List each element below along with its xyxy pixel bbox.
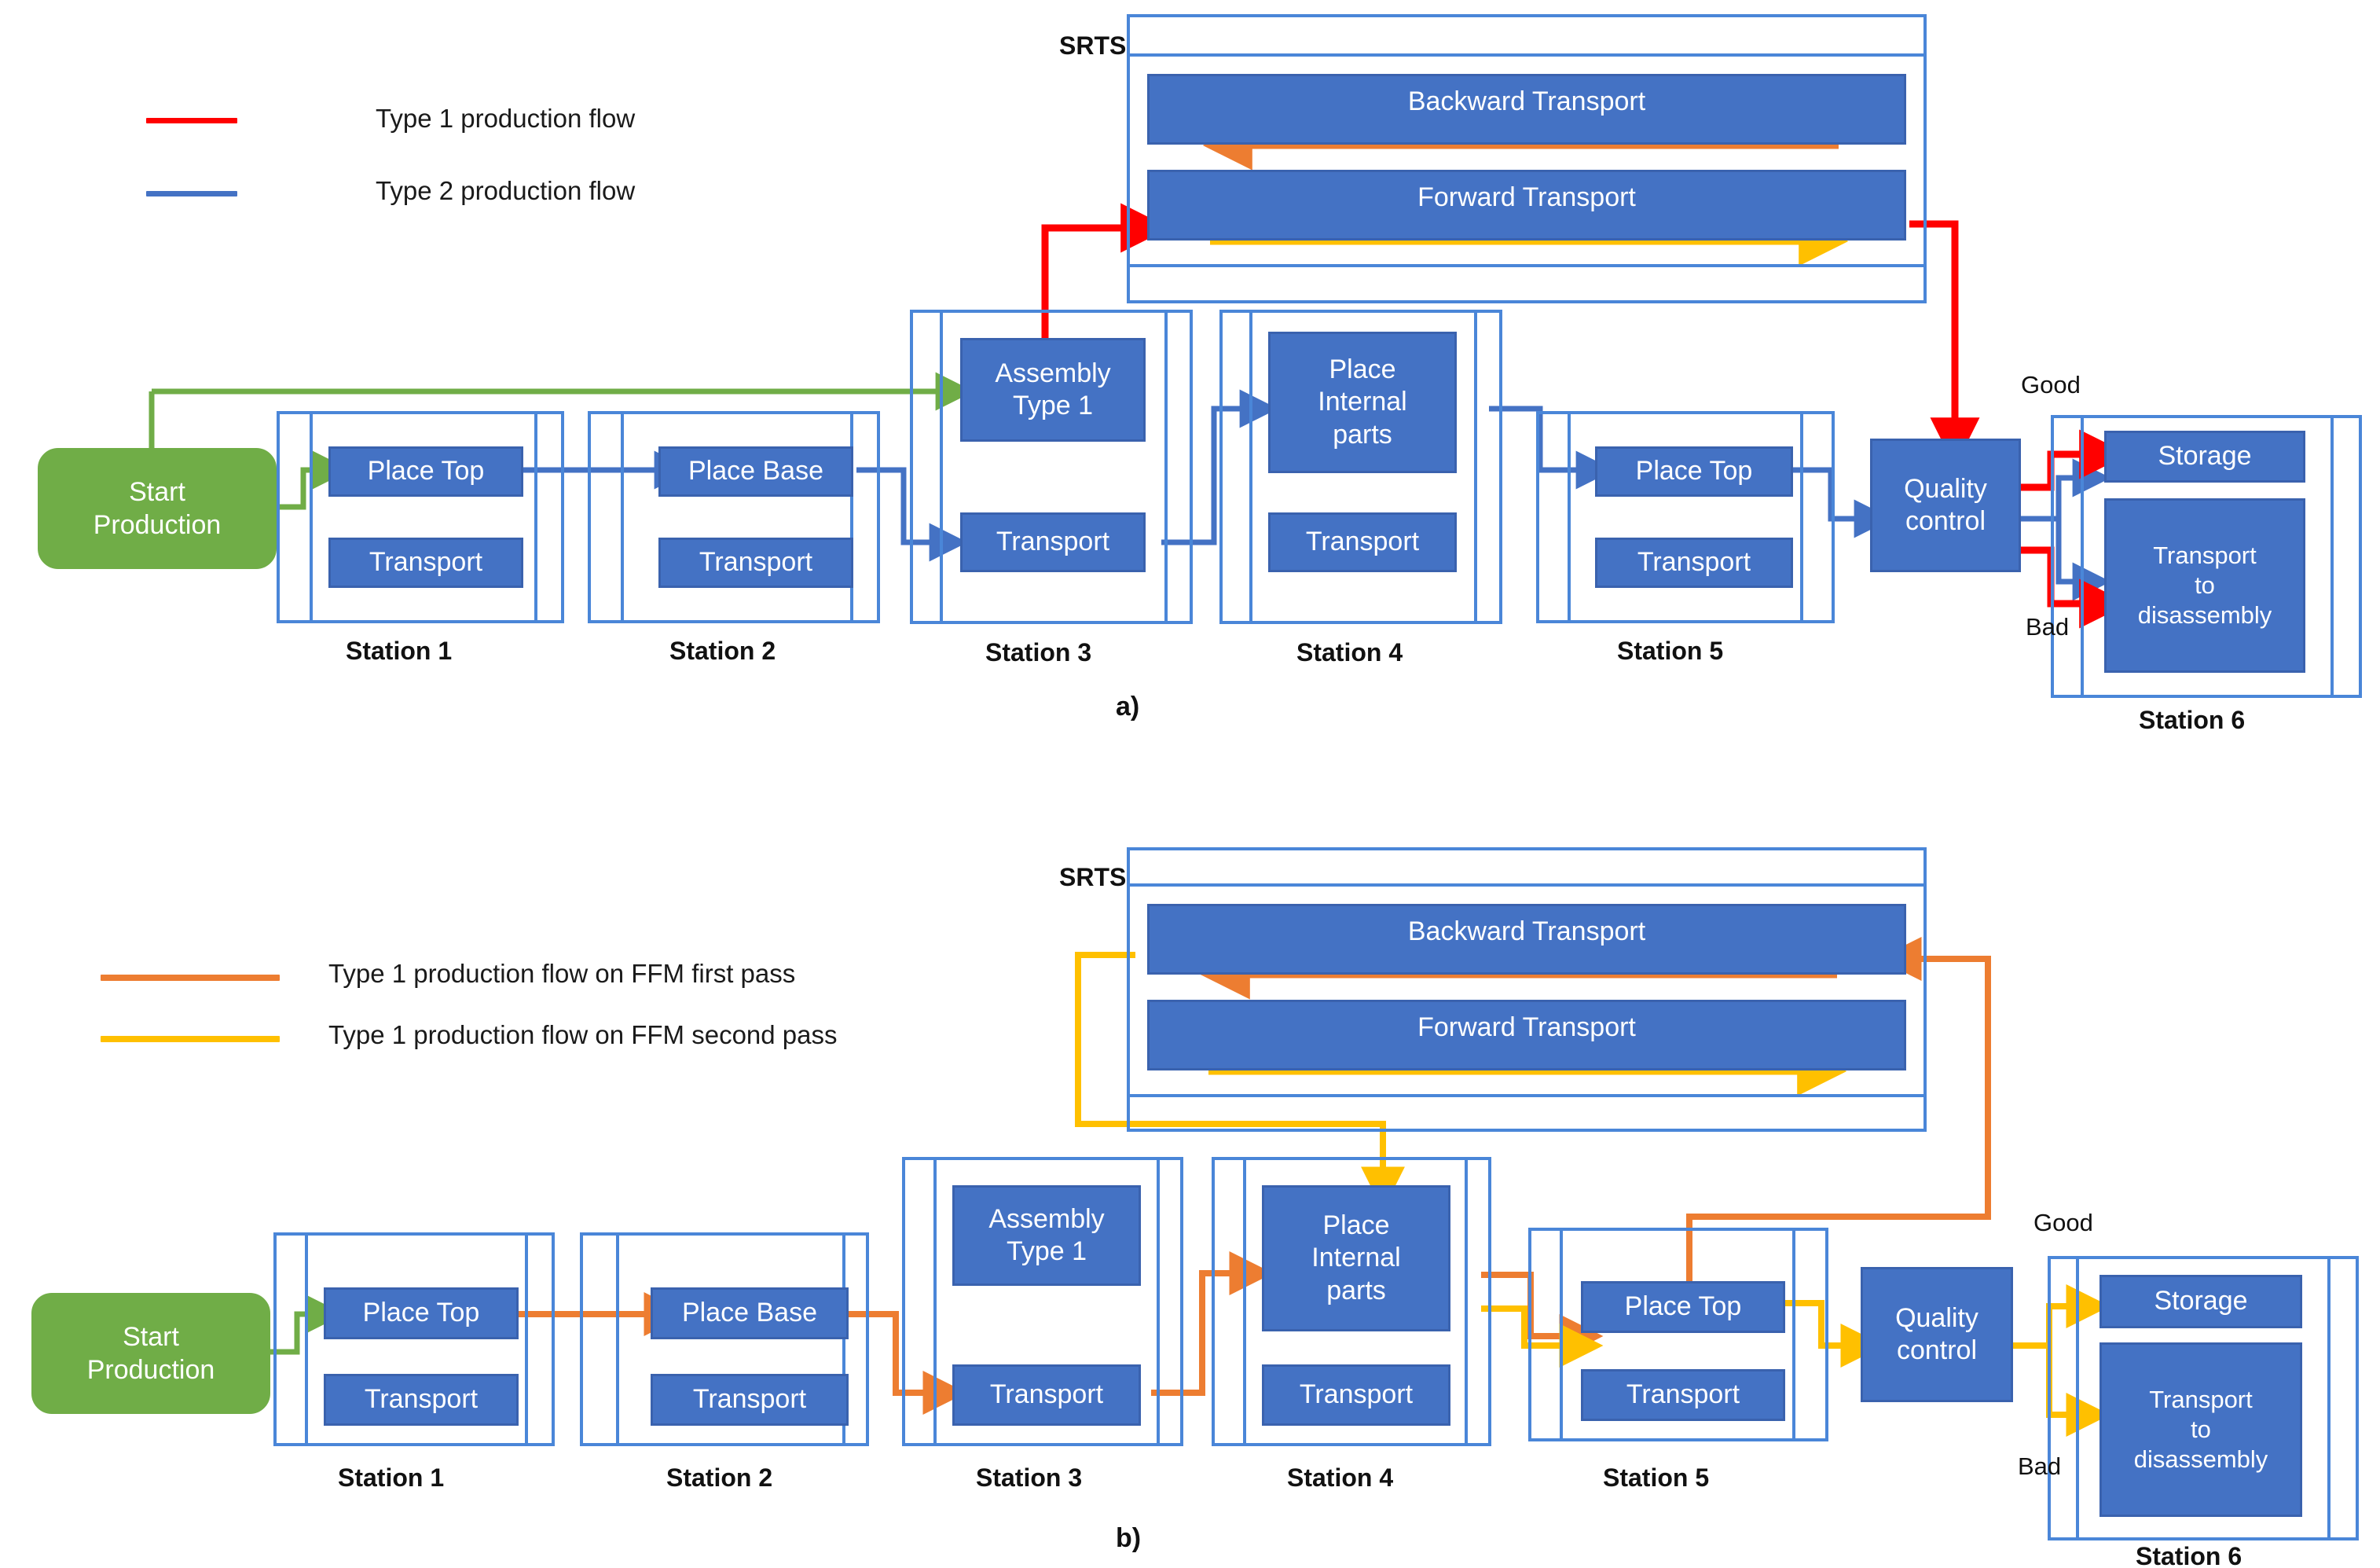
- quality-line-1: Quality: [1904, 473, 1987, 504]
- legend-swatch-b-0: [101, 975, 280, 981]
- station-6-disassembly-line3-b: disassembly: [2133, 1445, 2268, 1473]
- station-1-bottom-box-a: Transport: [328, 538, 523, 588]
- station-1-top-box-a: Place Top: [328, 446, 523, 497]
- panel-b-label: b): [1116, 1523, 1142, 1553]
- srts-inner-frame-a: [1127, 53, 1927, 267]
- station-4-inner-a: [1249, 310, 1477, 624]
- station-1-caption-a: Station 1: [346, 637, 453, 665]
- start-line-1-b: Start: [123, 1321, 179, 1352]
- station-3-inner-b: [933, 1157, 1160, 1446]
- station-4-bottom-box-b: Transport: [1262, 1364, 1450, 1426]
- station-3-bottom-box-a: Transport: [960, 512, 1146, 572]
- station-6-disassembly-box-b: Transport to disassembly: [2099, 1342, 2302, 1517]
- station-6-inner-a: [2081, 415, 2334, 698]
- station-4-top-box-a: Place Internal parts: [1268, 332, 1457, 473]
- station-6-storage-box-b: Storage: [2099, 1275, 2302, 1328]
- panel-a-label: a): [1116, 692, 1140, 722]
- station-3-top-box-a: Assembly Type 1: [960, 338, 1146, 442]
- srts-label-b: SRTS: [1059, 863, 1127, 891]
- start-line-2: Production: [93, 510, 222, 540]
- srts-backward-transport-b: Backward Transport: [1147, 904, 1906, 975]
- station-5-top-box-b: Place Top: [1581, 1281, 1785, 1333]
- srts-backward-transport-a: Backward Transport: [1147, 74, 1906, 145]
- station-4-caption-b: Station 4: [1287, 1463, 1394, 1492]
- station-2-bottom-box-a: Transport: [658, 538, 853, 588]
- station-2-top-box-a: Place Base: [658, 446, 853, 497]
- station-6-caption-b: Station 6: [2136, 1542, 2242, 1568]
- station-5-top-box-a: Place Top: [1595, 446, 1793, 497]
- station-4-bottom-box-a: Transport: [1268, 512, 1457, 572]
- bad-label-b: Bad: [2018, 1452, 2062, 1480]
- station-3-caption-b: Station 3: [976, 1463, 1083, 1492]
- station-4-top-label-line1: Place: [1329, 354, 1396, 384]
- start-line-2-b: Production: [86, 1355, 215, 1385]
- station-1-inner-b: [305, 1232, 528, 1446]
- station-6-disassembly-line1-b: Transport: [2149, 1386, 2253, 1414]
- station-4-inner-b: [1243, 1157, 1468, 1446]
- legend-label-a-0: Type 1 production flow: [376, 104, 636, 133]
- srts-forward-transport-a: Forward Transport: [1147, 170, 1906, 241]
- good-label-b: Good: [2033, 1209, 2093, 1236]
- srts-label-a: SRTS: [1059, 31, 1127, 60]
- station-3-top-label-line1-b: Assembly: [988, 1203, 1105, 1234]
- station-2-top-box-b: Place Base: [651, 1287, 849, 1339]
- quality-control-a: Quality control: [1870, 439, 2021, 572]
- station-4-top-label-line2-b: Internal: [1311, 1243, 1401, 1273]
- quality-line-2-b: control: [1896, 1335, 1978, 1365]
- station-2-caption-a: Station 2: [669, 637, 776, 665]
- station-2-caption-b: Station 2: [666, 1463, 773, 1492]
- station-4-top-box-b: Place Internal parts: [1262, 1185, 1450, 1331]
- station-6-caption-a: Station 6: [2139, 706, 2246, 734]
- station-4-top-label-line3: parts: [1333, 419, 1392, 450]
- station-1-caption-b: Station 1: [338, 1463, 445, 1492]
- station-6-disassembly-line2: to: [2195, 571, 2215, 600]
- station-3-inner-a: [940, 310, 1168, 624]
- legend-label-a-1: Type 2 production flow: [376, 176, 636, 205]
- station-6-disassembly-line1: Transport: [2153, 542, 2257, 570]
- station-4-caption-a: Station 4: [1296, 638, 1403, 666]
- station-3-top-box-b: Assembly Type 1: [952, 1185, 1141, 1286]
- station-5-inner-b: [1560, 1228, 1795, 1441]
- quality-line-2: control: [1905, 506, 1986, 536]
- station-1-inner-a: [310, 411, 537, 623]
- station-2-inner-a: [621, 411, 853, 623]
- station-3-top-label-line2-b: Type 1: [1006, 1236, 1087, 1266]
- station-4-top-label-line1-b: Place: [1322, 1210, 1390, 1240]
- station-3-top-label-line1: Assembly: [995, 358, 1111, 388]
- station-5-bottom-box-a: Transport: [1595, 538, 1793, 588]
- srts-inner-frame-b: [1127, 883, 1927, 1097]
- station-2-bottom-box-b: Transport: [651, 1374, 849, 1426]
- station-5-caption-b: Station 5: [1603, 1463, 1710, 1492]
- station-3-top-label-line2: Type 1: [1012, 391, 1094, 420]
- quality-control-b: Quality control: [1861, 1267, 2013, 1402]
- good-label-a: Good: [2021, 371, 2081, 398]
- bad-label-a: Bad: [2026, 613, 2070, 641]
- quality-line-1-b: Quality: [1895, 1302, 1978, 1333]
- station-4-top-label-line2: Internal: [1318, 387, 1407, 417]
- legend-swatch-b-1: [101, 1036, 280, 1042]
- station-6-disassembly-line2-b: to: [2191, 1416, 2211, 1444]
- legend-label-b-1: Type 1 production flow on FFM second pas…: [328, 1020, 838, 1049]
- station-4-top-label-line3-b: parts: [1326, 1275, 1386, 1305]
- station-6-disassembly-line3: disassembly: [2137, 600, 2272, 629]
- station-5-inner-a: [1568, 411, 1803, 623]
- start-production-a: Start Production: [38, 448, 277, 569]
- station-6-storage-box-a: Storage: [2104, 431, 2305, 483]
- station-6-disassembly-box-a: Transport to disassembly: [2104, 498, 2305, 673]
- station-1-bottom-box-b: Transport: [324, 1374, 519, 1426]
- srts-forward-transport-b: Forward Transport: [1147, 1000, 1906, 1070]
- station-5-caption-a: Station 5: [1617, 637, 1724, 665]
- station-5-bottom-box-b: Transport: [1581, 1369, 1785, 1421]
- legend-label-b-0: Type 1 production flow on FFM first pass: [328, 959, 796, 988]
- station-3-caption-a: Station 3: [985, 638, 1092, 666]
- legend-swatch-a-1: [146, 191, 237, 196]
- legend-swatch-a-0: [146, 118, 237, 123]
- start-production-b: Start Production: [31, 1293, 270, 1414]
- start-line-1: Start: [129, 476, 185, 507]
- station-2-inner-b: [616, 1232, 845, 1446]
- station-6-inner-b: [2076, 1256, 2330, 1540]
- station-1-top-box-b: Place Top: [324, 1287, 519, 1339]
- station-3-bottom-box-b: Transport: [952, 1364, 1141, 1426]
